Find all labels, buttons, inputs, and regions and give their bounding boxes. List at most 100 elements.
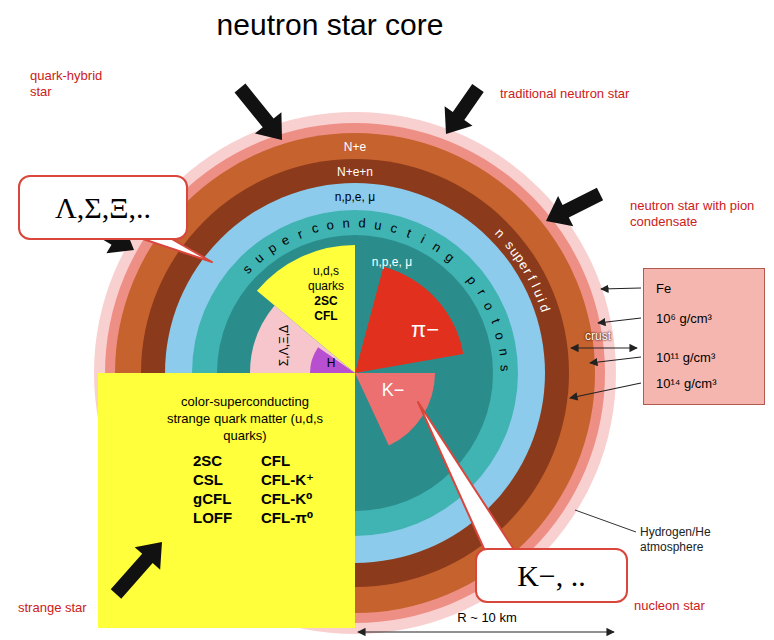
hyperon-sector — [250, 306, 355, 373]
text-char — [456, 262, 468, 274]
text-word: (u,d,s — [291, 411, 324, 426]
text-char: r — [475, 287, 488, 298]
text-word: atmosphere — [640, 540, 703, 554]
text-word: N+e+n — [337, 165, 373, 179]
text-word: neutron — [560, 86, 604, 101]
text-word: π− — [411, 317, 439, 342]
density-box: Fe10⁶ g/cm³10¹¹ g/cm³10¹⁴ g/cm³ — [643, 268, 765, 405]
diagram-title: neutron star core — [217, 6, 444, 44]
text-char: n — [430, 240, 443, 255]
callout-tail — [418, 402, 515, 551]
text-char: o — [326, 218, 335, 232]
text-word: 10⁶ — [656, 311, 676, 326]
density-value: 10¹⁴ g/cm³ — [656, 376, 717, 392]
text-word: quark-hybrid — [30, 68, 102, 83]
text-word: Hydrogen/He — [640, 525, 711, 539]
region-heading: color-superconducting strange quark matt… — [165, 393, 325, 444]
text-word: μ — [405, 255, 412, 269]
pointer-arrow — [445, 84, 484, 134]
text-char: c — [389, 221, 399, 235]
pointer-arrow — [546, 188, 603, 227]
text-char: s — [498, 364, 511, 371]
text-word: matter — [250, 411, 287, 426]
text-word: star — [30, 84, 52, 99]
text-word: quarks — [308, 279, 344, 293]
phase-list: CFL CFL-K⁺ CFL-K⁰ CFL-π⁰ — [261, 451, 314, 527]
text-word: μ — [368, 190, 375, 204]
text-word: with — [703, 198, 726, 213]
star-type-label: strange star — [18, 600, 87, 616]
text-char: i — [419, 233, 427, 246]
element-label: Fe — [656, 281, 671, 297]
text-word: condensate — [630, 214, 697, 229]
pointer-arrows — [88, 84, 603, 599]
text-word: color-superconducting — [181, 394, 309, 409]
text-word: quark — [214, 411, 247, 426]
text-word: quarks) — [223, 428, 266, 443]
text-word: n,p,e, — [372, 255, 402, 269]
text-char: n — [497, 347, 511, 356]
text-word: strange — [18, 600, 61, 615]
text-word: neutron — [217, 8, 319, 41]
dimension-arrow — [358, 631, 614, 632]
text-word: H — [327, 356, 336, 370]
text-word: K−, — [517, 559, 563, 592]
text-char: o — [493, 331, 507, 341]
leader-line — [575, 510, 636, 532]
text-word: star — [683, 598, 705, 613]
text-char: t — [489, 317, 502, 325]
text-char: d — [538, 302, 553, 313]
text-char: u — [373, 218, 382, 232]
region-label: Hydrogen/He atmosphere — [640, 525, 724, 555]
leader-arrow — [601, 288, 641, 289]
text-char: p — [265, 241, 278, 256]
text-word: g/cm³ — [683, 350, 716, 365]
text-word: Σ,Λ,Ξ,Δ — [278, 324, 292, 365]
text-char: s — [240, 262, 254, 276]
text-char: c — [310, 221, 320, 235]
text-char: t — [405, 226, 413, 239]
text-word: star — [678, 198, 700, 213]
text-word: n,p,e, — [335, 190, 365, 204]
text-word: km — [499, 610, 516, 625]
text-word: traditional — [500, 86, 556, 101]
text-word: star — [327, 8, 377, 41]
text-char: e — [279, 233, 291, 248]
leader-arrow — [570, 383, 641, 398]
sector-label: π− — [411, 316, 439, 344]
text-word: ~ — [470, 610, 478, 625]
pion-sector — [355, 267, 463, 373]
text-word: CSL — [193, 471, 223, 488]
text-char: o — [482, 300, 497, 312]
text-word: nucleon — [634, 598, 680, 613]
text-char: n — [492, 226, 506, 240]
layer-label: superconducting protons — [234, 210, 518, 381]
text-word: crust — [585, 329, 611, 343]
sector-label: u,d,s quarks 2SC CFL — [308, 264, 344, 324]
dimension-label: R ~ 10 km — [457, 610, 517, 626]
star-type-label: nucleon star — [634, 598, 705, 614]
leader-arrow — [598, 318, 641, 323]
pointer-arrow — [235, 84, 282, 140]
text-word: CFL — [314, 309, 337, 323]
text-word: Λ,Σ,Ξ,.. — [55, 191, 151, 224]
pointer-arrow — [111, 542, 162, 599]
callout-text: K−, .. — [517, 557, 586, 595]
leader-arrow — [590, 357, 641, 363]
text-word: 2SC — [314, 294, 337, 308]
text-word: star — [608, 86, 630, 101]
callout-tail — [140, 238, 212, 262]
layer-label: N+e+n — [337, 165, 373, 180]
text-word: 10¹⁴ — [656, 376, 680, 391]
text-word: u,d,s — [313, 264, 339, 278]
star-type-label: traditional neutron star — [500, 86, 629, 102]
star-type-label: quark-hybrid star — [30, 68, 120, 100]
text-word: LOFF — [193, 509, 232, 526]
text-word: 10 — [481, 610, 495, 625]
text-word: neutron — [630, 198, 674, 213]
dimension-arrow — [571, 347, 637, 348]
strange-quark-quadrant — [98, 373, 355, 628]
text-word: CFL-π⁰ — [261, 509, 313, 526]
layer-label: N+e — [344, 140, 366, 155]
text-word: CFL-K⁰ — [261, 490, 313, 507]
